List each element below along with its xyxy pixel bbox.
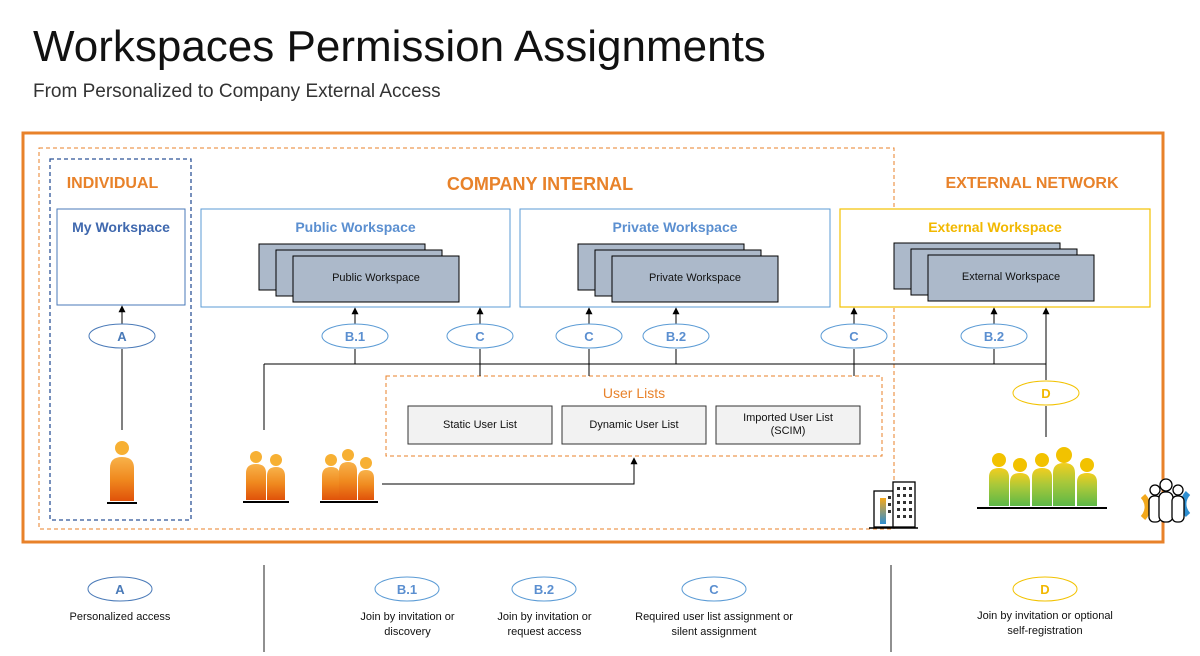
- legend-oval-b2: [511, 576, 577, 602]
- legend-desc-c-line1: Required user list assignment or: [635, 611, 793, 623]
- legend-desc-b2-line2: request access: [507, 626, 582, 638]
- user-lists-frame: [385, 375, 883, 457]
- oval-a-label: A: [117, 329, 127, 344]
- oval-b2-ext-label: B.2: [983, 329, 1005, 344]
- legend-oval-c: [681, 576, 747, 602]
- imported-user-list-label[interactable]: Imported User List (SCIM): [716, 412, 860, 438]
- oval-d: [1012, 380, 1080, 406]
- oval-a: [88, 323, 156, 349]
- oval-b2-ext: [960, 323, 1028, 349]
- static-user-list-label[interactable]: Static User List: [443, 419, 517, 431]
- people-orange-group-icon: [320, 449, 378, 503]
- external-stack-front: [927, 254, 1095, 302]
- person-orange-icon: [107, 441, 137, 504]
- legend-desc-b2-line1: Join by invitation or: [497, 611, 592, 623]
- legend-desc-c-line2: silent assignment: [671, 626, 757, 638]
- my-workspace-box: [56, 208, 186, 306]
- public-workspace-title[interactable]: Public Workspace: [295, 219, 416, 235]
- oval-b1-label: B.1: [344, 329, 366, 344]
- external-users-sync-icon: [1140, 478, 1191, 523]
- dynamic-user-list-box: [561, 405, 707, 445]
- oval-b2: [642, 323, 710, 349]
- legend-desc-d-line2: self-registration: [1007, 625, 1083, 637]
- company-internal-frame: [38, 147, 895, 530]
- legend-desc-d: Join by invitation or optional self-regi…: [950, 609, 1140, 639]
- legend-oval-d: [1012, 576, 1078, 602]
- legend-code-d: D: [1040, 582, 1050, 597]
- legend-oval-a: [87, 576, 153, 602]
- imported-user-list-box: [715, 405, 861, 445]
- section-label-company-internal: COMPANY INTERNAL: [446, 174, 634, 194]
- legend-desc-b1-line2: discovery: [384, 626, 431, 638]
- legend-code-b1: B.1: [396, 582, 418, 597]
- private-stack-label: Private Workspace: [648, 272, 742, 284]
- imported-user-list-line1: Imported User List: [743, 412, 833, 424]
- oval-c3: [820, 323, 888, 349]
- oval-c3-label: C: [849, 329, 859, 344]
- external-stack-label: External Workspace: [961, 271, 1061, 283]
- static-user-list-box: [407, 405, 553, 445]
- section-label-individual: INDIVIDUAL: [66, 175, 159, 192]
- page-subtitle: From Personalized to Company External Ac…: [33, 81, 441, 102]
- external-workspace-title[interactable]: External Workspace: [928, 219, 1062, 235]
- public-stack-label: Public Workspace: [332, 272, 420, 284]
- dynamic-user-list-label[interactable]: Dynamic User List: [589, 419, 679, 431]
- oval-c1-label: C: [475, 329, 485, 344]
- legend-desc-d-line1: Join by invitation or optional: [977, 610, 1113, 622]
- individual-frame: [49, 158, 192, 521]
- oval-b1: [321, 323, 389, 349]
- oval-b2-label: B.2: [665, 329, 687, 344]
- people-green-icon: [977, 447, 1107, 509]
- legend-desc-b2: Join by invitation or request access: [467, 610, 622, 640]
- imported-user-list-line2: (SCIM): [770, 425, 806, 437]
- legend-oval-b1: [374, 576, 440, 602]
- legend-desc-a-line1: Personalized access: [69, 611, 171, 623]
- legend-code-a: A: [115, 582, 125, 597]
- section-label-external-network: EXTERNAL NETWORK: [945, 175, 1119, 192]
- oval-c1: [446, 323, 514, 349]
- legend-desc-b1-line1: Join by invitation or: [360, 611, 455, 623]
- legend-code-c: C: [709, 582, 719, 597]
- outer-frame: [21, 131, 1165, 544]
- legend-desc-a: Personalized access: [40, 610, 200, 625]
- people-orange-pair-icon: [243, 451, 289, 503]
- private-workspace-title[interactable]: Private Workspace: [612, 219, 738, 235]
- legend-desc-b1: Join by invitation or discovery: [330, 610, 485, 640]
- legend-desc-c: Required user list assignment or silent …: [619, 610, 809, 640]
- private-stack-front: [611, 255, 779, 303]
- page-title: Workspaces Permission Assignments: [33, 22, 766, 71]
- oval-d-label: D: [1041, 386, 1051, 401]
- public-stack-front: [292, 255, 460, 303]
- legend-code-b2: B.2: [533, 582, 555, 597]
- building-icon: [869, 481, 918, 529]
- my-workspace-title[interactable]: My Workspace: [72, 219, 170, 235]
- oval-c2-label: C: [584, 329, 594, 344]
- user-lists-title: User Lists: [602, 385, 666, 401]
- oval-c2: [555, 323, 623, 349]
